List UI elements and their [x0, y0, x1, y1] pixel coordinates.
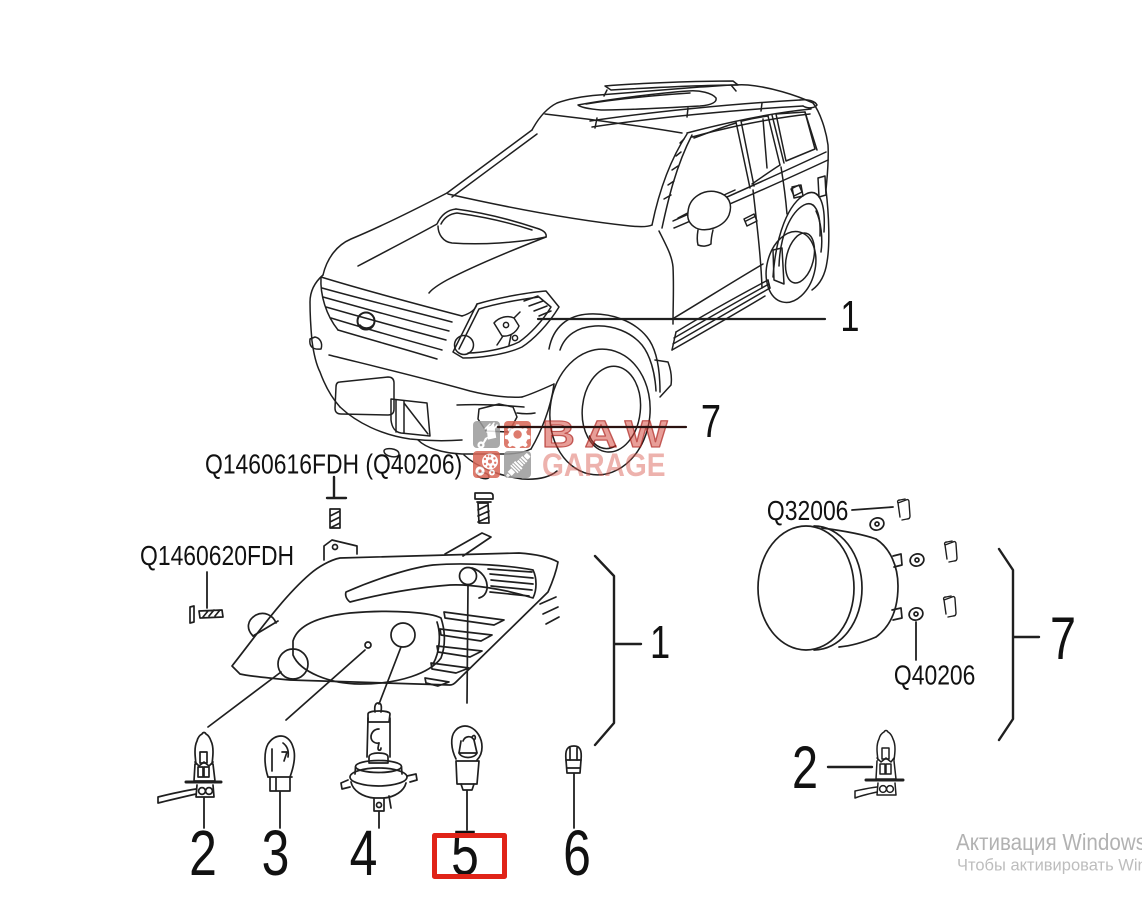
svg-text:Q1460620FDH: Q1460620FDH — [140, 541, 294, 571]
svg-text:Q40206: Q40206 — [894, 661, 976, 691]
svg-text:BAW: BAW — [542, 413, 677, 456]
svg-text:2: 2 — [792, 734, 818, 801]
svg-text:7: 7 — [701, 395, 721, 447]
svg-text:7: 7 — [1050, 605, 1076, 672]
svg-text:2: 2 — [189, 818, 217, 889]
svg-text:GARAGE: GARAGE — [542, 448, 666, 483]
svg-text:1: 1 — [650, 616, 670, 668]
svg-text:Q1460616FDH (Q40206): Q1460616FDH (Q40206) — [205, 450, 462, 480]
svg-text:6: 6 — [563, 818, 591, 889]
svg-text:Активация Windows: Активация Windows — [956, 829, 1142, 855]
svg-text:1: 1 — [840, 292, 859, 341]
svg-text:Чтобы активировать Windows, пе: Чтобы активировать Windows, перейд — [957, 857, 1142, 875]
svg-text:4: 4 — [350, 818, 378, 889]
svg-text:3: 3 — [262, 818, 290, 889]
svg-text:Q32006: Q32006 — [767, 496, 849, 526]
